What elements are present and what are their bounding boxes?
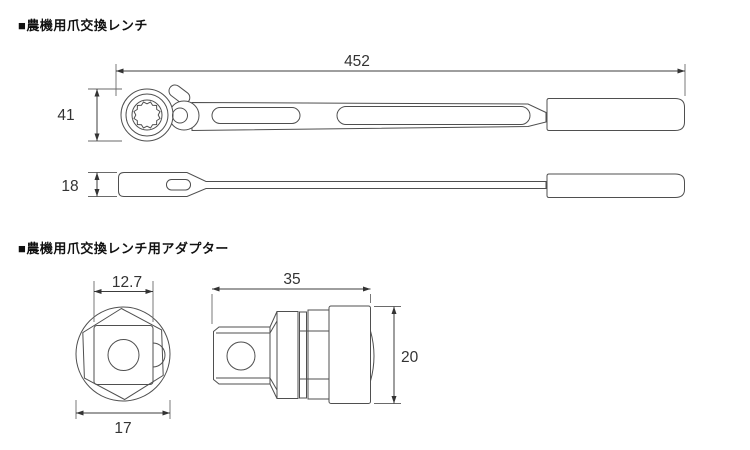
detent-ball-arc <box>152 342 166 368</box>
adapter-flange <box>276 311 299 399</box>
socket-12pt-profile <box>133 101 161 129</box>
handle-slot-2 <box>336 106 531 125</box>
dim-text-41: 41 <box>57 107 74 124</box>
socket-bore <box>131 99 163 131</box>
dim-text-35: 35 <box>283 271 300 288</box>
pivot-lobe <box>168 100 200 131</box>
dimension-head-width: 41 <box>57 88 122 142</box>
ratchet-head-ring <box>125 93 169 137</box>
wrench-grip <box>546 98 685 131</box>
tang-pin-hole <box>226 341 256 371</box>
side-slot <box>166 179 191 191</box>
adapter-outer-circle <box>75 306 171 402</box>
dim-text-17: 17 <box>114 420 131 437</box>
body-edge-arc <box>370 330 375 382</box>
center-pin-hole <box>107 339 140 371</box>
adapter-collar <box>307 309 330 400</box>
dimension-adapter-length: 35 <box>211 271 371 324</box>
dim-text-20: 20 <box>401 349 419 366</box>
dimension-body-diameter: 20 <box>374 306 419 404</box>
wrench-side-view: 18 <box>61 172 685 198</box>
dimension-overall-length: 452 <box>115 53 686 96</box>
dimension-shank-thickness: 18 <box>61 172 117 197</box>
adapter-side-view: 35 20 <box>211 271 419 404</box>
section-title-adapter: ■農機用爪交換レンチ用アダプター <box>18 241 229 256</box>
wrench-side-grip <box>546 173 685 198</box>
section-title-wrench: ■農機用爪交換レンチ <box>18 18 148 33</box>
ratchet-head-outline <box>120 88 174 142</box>
dim-text-12.7: 12.7 <box>112 274 142 291</box>
pivot-pin-hole <box>172 107 188 124</box>
dimension-hex-outer: 17 <box>75 400 171 437</box>
dim-text-452: 452 <box>344 53 370 70</box>
dimension-square-drive: 12.7 <box>93 274 154 322</box>
adapter-hex-profile <box>82 307 164 401</box>
adapter-body <box>328 305 371 404</box>
dim-text-18: 18 <box>61 178 78 195</box>
wrench-top-view: 452 41 <box>57 53 686 142</box>
square-drive-tang <box>213 326 271 385</box>
retaining-ring <box>299 311 307 399</box>
square-drive-hole <box>93 325 154 385</box>
wrench-side-body <box>118 172 547 197</box>
handle-slot-1 <box>211 107 301 124</box>
adapter-end-view: 12.7 17 <box>75 274 171 437</box>
